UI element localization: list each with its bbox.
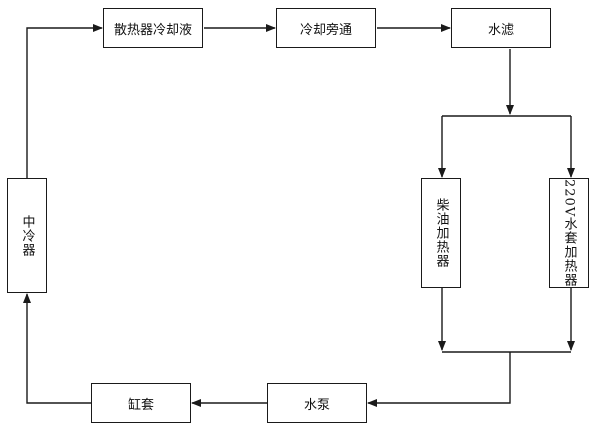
water-filter-label: 水滤 [487,22,514,38]
diesel-heater-box: 柴油加热器 [421,178,461,288]
edge-jacket-to-intercooler [23,293,91,404]
edge-merge-to-pump [367,352,511,407]
electric-heater-label: 220V水套加热器 [561,178,577,288]
edge-intercooler-to-radiator [26,24,103,178]
water-filter-box: 水滤 [451,8,551,48]
water-jacket-box: 缸套 [91,383,191,423]
radiator-coolant-label: 散热器冷却液 [113,22,192,38]
radiator-coolant-box: 散热器冷却液 [103,8,203,48]
cooling-bypass-box: 冷却旁通 [276,8,376,48]
electric-heater-box: 220V水套加热器 [549,178,589,288]
diesel-heater-label: 柴油加热器 [433,198,449,268]
water-pump-label: 水泵 [303,397,330,413]
intercooler-label: 中冷器 [19,214,35,257]
water-jacket-label: 缸套 [127,397,154,413]
cooling-bypass-label: 冷却旁通 [299,22,352,38]
water-pump-box: 水泵 [267,383,367,423]
intercooler-box: 中冷器 [7,178,47,293]
